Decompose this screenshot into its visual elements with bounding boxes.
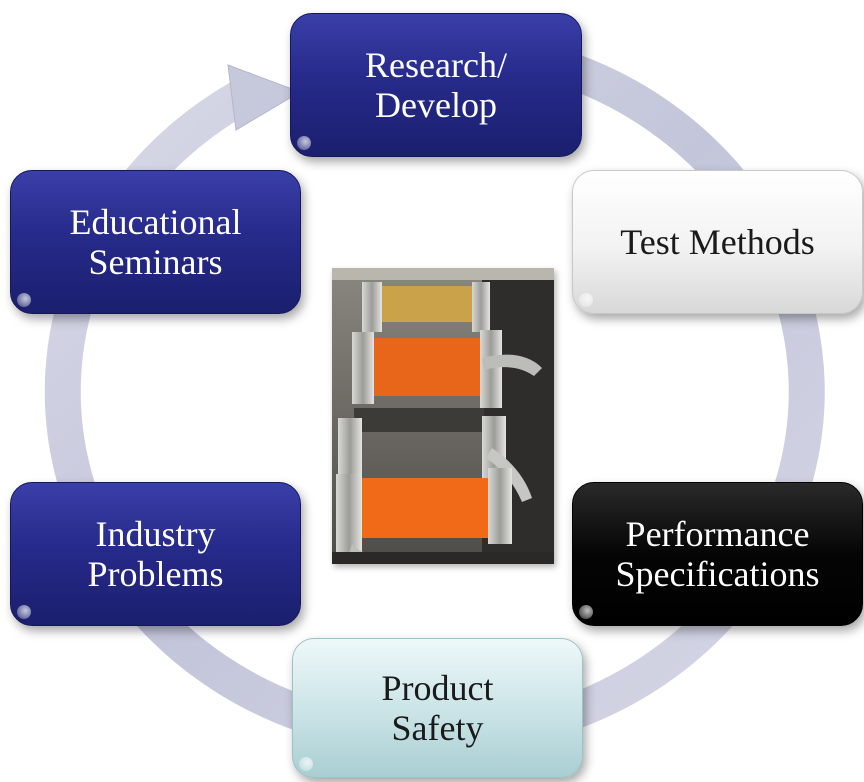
node-product-safety-line2: Safety — [391, 708, 484, 748]
node-industry-problems-line2: Problems — [87, 554, 224, 594]
node-educational-seminars-line2: Seminars — [88, 242, 223, 282]
node-performance-line1: Performance — [625, 513, 810, 554]
node-product-safety: Product Safety — [292, 638, 583, 778]
node-test-methods: Test Methods — [572, 170, 863, 314]
node-performance-specifications: Performance Specifications — [572, 482, 863, 626]
node-industry-problems: Industry Problems — [10, 482, 301, 626]
cycle-ring-arc — [44, 28, 825, 755]
testing-machine-image — [332, 268, 554, 564]
node-research-develop: Research/ Develop — [290, 13, 582, 157]
node-educational-seminars: Educational Seminars — [10, 170, 301, 314]
node-research-develop-line1: Research/ — [365, 44, 507, 85]
center-photo — [332, 268, 554, 564]
node-performance-line2: Specifications — [615, 554, 820, 594]
node-educational-seminars-line1: Educational — [69, 201, 242, 242]
node-test-methods-line1: Test Methods — [620, 221, 815, 262]
node-research-develop-line2: Develop — [375, 85, 497, 125]
cycle-arrow-head — [227, 64, 302, 131]
node-product-safety-line1: Product — [381, 667, 494, 708]
node-industry-problems-line1: Industry — [95, 513, 216, 554]
